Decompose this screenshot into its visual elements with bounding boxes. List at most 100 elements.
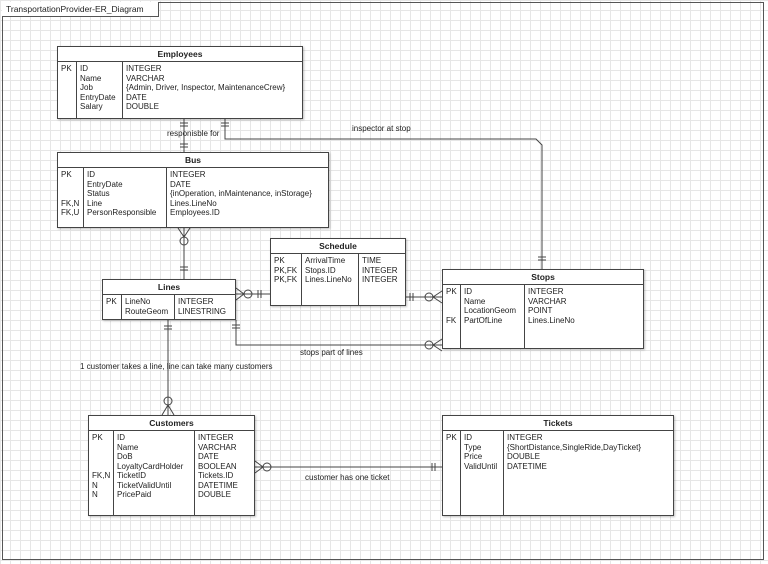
- attribute-cell: POINT: [528, 306, 553, 315]
- attribute-cell: [61, 93, 73, 103]
- attribute-cell: DOUBLE: [507, 452, 540, 461]
- attribute-cell: LoyaltyCardHolder: [117, 461, 184, 471]
- attribute-cell: RouteGeom: [125, 306, 169, 316]
- attribute-cell: {ShortDistance,SingleRide,DayTicket}: [507, 442, 641, 452]
- attribute-cell: LocationGeom: [464, 306, 517, 315]
- attribute-cell: Price: [464, 452, 483, 461]
- attribute-cell: [446, 306, 457, 316]
- label-responsible-for: responisble for: [167, 129, 220, 138]
- attribute-cell: DATETIME: [507, 461, 547, 471]
- label-customer-line: 1 customer takes a line, line can take m…: [80, 362, 273, 371]
- key-column: PK: [443, 431, 460, 516]
- attribute-cell: Employees.ID: [170, 208, 220, 217]
- attribute-cell: Job: [80, 83, 93, 92]
- attribute-cell: [446, 462, 457, 472]
- entity-title: Schedule: [271, 239, 405, 254]
- attribute-cell: Lines.LineNo: [305, 275, 352, 284]
- attribute-cell: DoB: [117, 452, 133, 461]
- attribute-cell: PK: [446, 287, 457, 296]
- attribute-cell: Tickets.ID: [198, 471, 234, 480]
- attribute-cell: {Admin, Driver, Inspector, MaintenanceCr…: [126, 83, 286, 92]
- attribute-cell: Stops.ID: [305, 265, 336, 275]
- attribute-cell: N: [92, 480, 98, 490]
- attribute-cell: INTEGER: [170, 170, 206, 179]
- attribute-cell: VARCHAR: [198, 442, 237, 452]
- attribute-cell: EntryDate: [87, 179, 123, 189]
- attribute-cell: Type: [464, 442, 482, 452]
- entity-title: Lines: [103, 280, 235, 295]
- attribute-cell: [61, 83, 73, 93]
- attribute-cell: Lines.LineNo: [170, 198, 217, 208]
- attribute-cell: {inOperation, inMaintenance, inStorage}: [170, 189, 312, 198]
- attribute-cell: [92, 443, 110, 453]
- attribute-cell: ValidUntil: [464, 461, 498, 471]
- attribute-cell: PK: [61, 64, 72, 73]
- attribute-cell: [446, 452, 457, 462]
- attribute-cell: VARCHAR: [126, 73, 165, 83]
- attribute-cell: ID: [87, 170, 95, 179]
- label-customer-ticket: customer has one ticket: [305, 473, 390, 482]
- entity-title: Employees: [58, 47, 302, 62]
- attribute-cell: DATE: [170, 179, 191, 189]
- label-stops-part-of-lines: stops part of lines: [300, 348, 363, 357]
- attribute-cell: FK,N: [61, 198, 80, 208]
- attribute-cell: INTEGER: [528, 287, 564, 296]
- attribute-cell: INTEGER: [362, 275, 398, 284]
- attribute-cell: [92, 462, 110, 472]
- attribute-cell: Name: [117, 442, 139, 452]
- attribute-cell: INTEGER: [198, 433, 234, 442]
- attribute-cell: Line: [87, 198, 103, 208]
- attribute-cell: [61, 74, 73, 84]
- attribute-cell: Lines.LineNo: [528, 315, 575, 325]
- attribute-cell: DATE: [126, 92, 147, 102]
- key-column: PK: [103, 295, 121, 320]
- rel-line-employees-stops: [224, 119, 543, 269]
- diagram-title: TransportationProvider-ER_Diagram: [2, 2, 159, 17]
- attribute-cell: ID: [117, 433, 125, 442]
- attribute-cell: DOUBLE: [126, 102, 159, 111]
- attribute-cell: INTEGER: [362, 265, 398, 275]
- attribute-cell: [61, 180, 80, 190]
- attribute-cell: PK: [106, 297, 117, 306]
- attribute-cell: ID: [80, 64, 88, 73]
- rel-line-lines-stops: [235, 320, 442, 346]
- attribute-cell: Name: [80, 73, 102, 83]
- attribute-cell: [106, 307, 118, 317]
- key-column: PK: [58, 62, 76, 119]
- label-inspector-at-stop: inspector at stop: [352, 124, 411, 133]
- attribute-cell: LineNo: [125, 297, 151, 306]
- attribute-cell: VARCHAR: [528, 296, 567, 306]
- attribute-cell: Name: [464, 296, 486, 306]
- attribute-cell: Status: [87, 189, 110, 198]
- attribute-cell: LINESTRING: [178, 306, 227, 316]
- entity-title: Bus: [58, 153, 328, 168]
- attribute-cell: FK,N: [92, 471, 111, 480]
- attribute-cell: TicketID: [117, 471, 147, 480]
- attribute-cell: PK: [61, 170, 72, 179]
- attribute-cell: PK,FK: [274, 275, 298, 284]
- attribute-cell: PK: [92, 433, 103, 442]
- attribute-cell: FK,U: [61, 208, 80, 217]
- attribute-cell: ID: [464, 433, 472, 442]
- attribute-cell: N: [92, 490, 98, 499]
